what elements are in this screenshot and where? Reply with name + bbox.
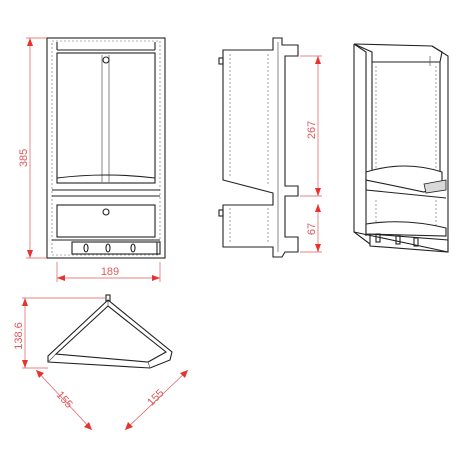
dimension-side-upper: 267	[300, 55, 322, 197]
dimension-top-leg-left: 155	[35, 369, 93, 431]
dimension-front-height: 385	[18, 37, 47, 259]
top-leg-right-label: 155	[145, 387, 166, 408]
dimension-side-lower: 67	[300, 204, 322, 253]
side-lower-label: 67	[306, 223, 318, 235]
top-view	[47, 294, 173, 369]
front-height-label: 385	[18, 149, 30, 167]
front-width-label: 189	[101, 266, 119, 278]
side-view	[218, 37, 299, 258]
perspective-view	[353, 43, 449, 253]
dimension-top-leg-right: 155	[124, 369, 189, 431]
dimension-top-depth: 138.6	[13, 297, 105, 369]
top-depth-label: 138.6	[13, 322, 25, 350]
dimension-front-width: 189	[56, 262, 161, 282]
front-view	[46, 37, 166, 259]
side-upper-label: 267	[306, 121, 318, 139]
